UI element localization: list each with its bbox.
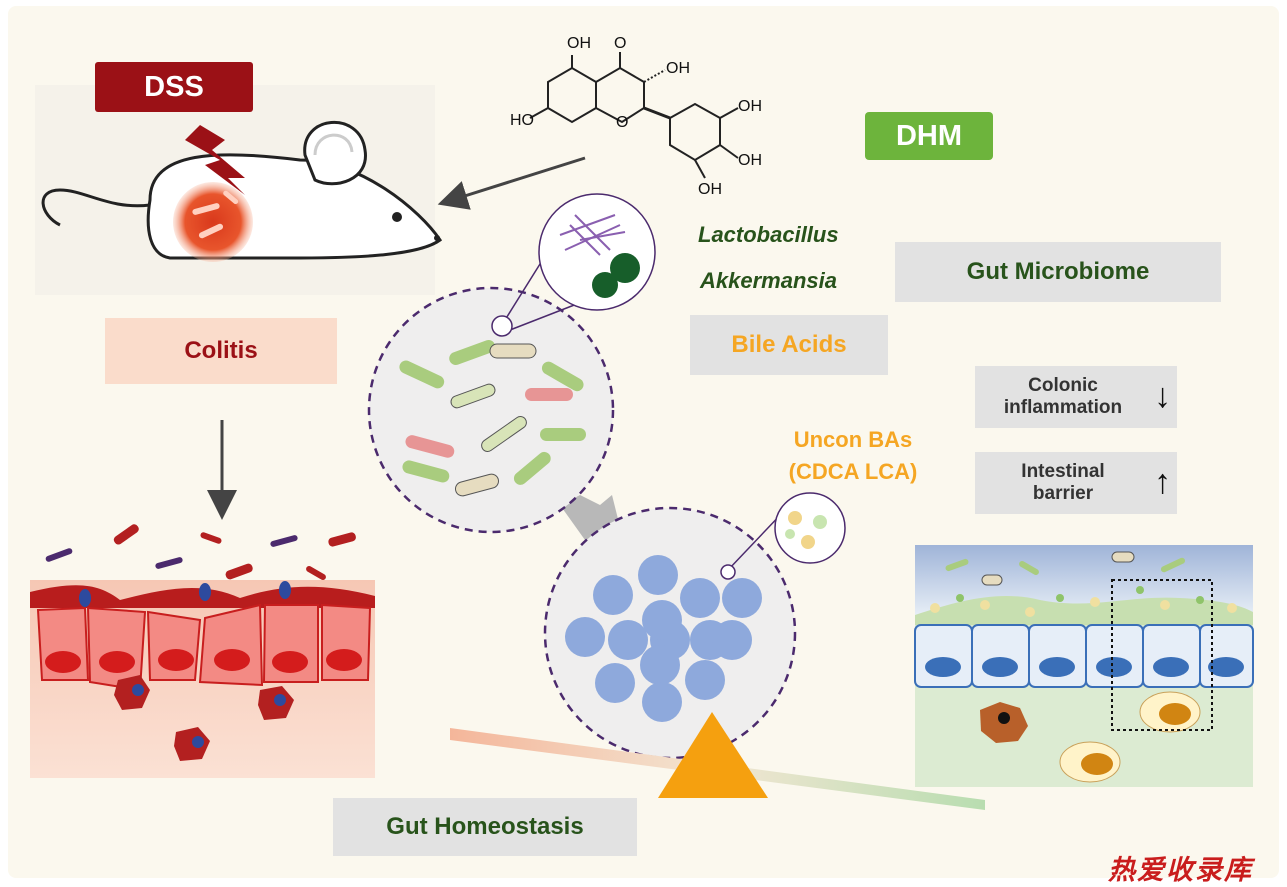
- dhm-to-mouse-arrow: [437, 156, 586, 210]
- dhm-structure: [529, 52, 739, 179]
- chem-oh-b5: OH: [698, 181, 722, 198]
- lightning-icon: [185, 125, 245, 195]
- epithelium-icon: [914, 545, 1254, 787]
- uncon-bas-line1: Uncon BAs: [793, 427, 913, 452]
- colitis-tissue: [30, 524, 375, 778]
- uncon-bas-label: Uncon BAs (CDCA LCA): [768, 424, 938, 488]
- barrier-line2: barrier: [1032, 483, 1094, 504]
- chem-ring-o: O: [616, 114, 628, 131]
- intestinal-barrier-box: Intestinal barrier ↑: [975, 452, 1177, 514]
- bile-acids-label: Bile Acids: [690, 315, 888, 375]
- chem-oh-top: OH: [567, 35, 591, 52]
- uncon-bas-line2: (CDCA LCA): [788, 459, 918, 484]
- dss-label: DSS: [95, 62, 253, 112]
- chem-oh-b3: OH: [738, 98, 762, 115]
- colonic-line1: Colonic: [1028, 375, 1098, 396]
- gut-homeostasis-label: Gut Homeostasis: [333, 798, 637, 856]
- micelle-icon: [543, 492, 846, 760]
- balance-triangle-icon: [658, 712, 768, 798]
- bacteria-icon: [399, 339, 586, 497]
- chem-oh-c3: OH: [666, 60, 690, 77]
- chem-carbonyl-o: O: [614, 35, 626, 52]
- up-arrow-icon: ↑: [1154, 463, 1171, 501]
- chem-ho-c7: HO: [510, 112, 534, 129]
- barrier-line1: Intestinal: [1021, 461, 1105, 482]
- colitis-label: Colitis: [105, 318, 337, 384]
- mouse-icon: [35, 85, 443, 295]
- lactobacillus-label: Lactobacillus: [698, 222, 839, 247]
- chem-oh-b4: OH: [738, 152, 762, 169]
- colonic-line2: inflammation: [1003, 397, 1123, 418]
- akkermansia-label: Akkermansia: [700, 268, 837, 293]
- down-arrow-icon: ↓: [1154, 377, 1171, 415]
- dhm-label: DHM: [865, 112, 993, 160]
- colonic-inflammation-box: Colonic inflammation ↓: [975, 366, 1177, 428]
- gut-microbiome-label: Gut Microbiome: [895, 242, 1221, 302]
- watermark: 热爱收录库: [1108, 855, 1253, 885]
